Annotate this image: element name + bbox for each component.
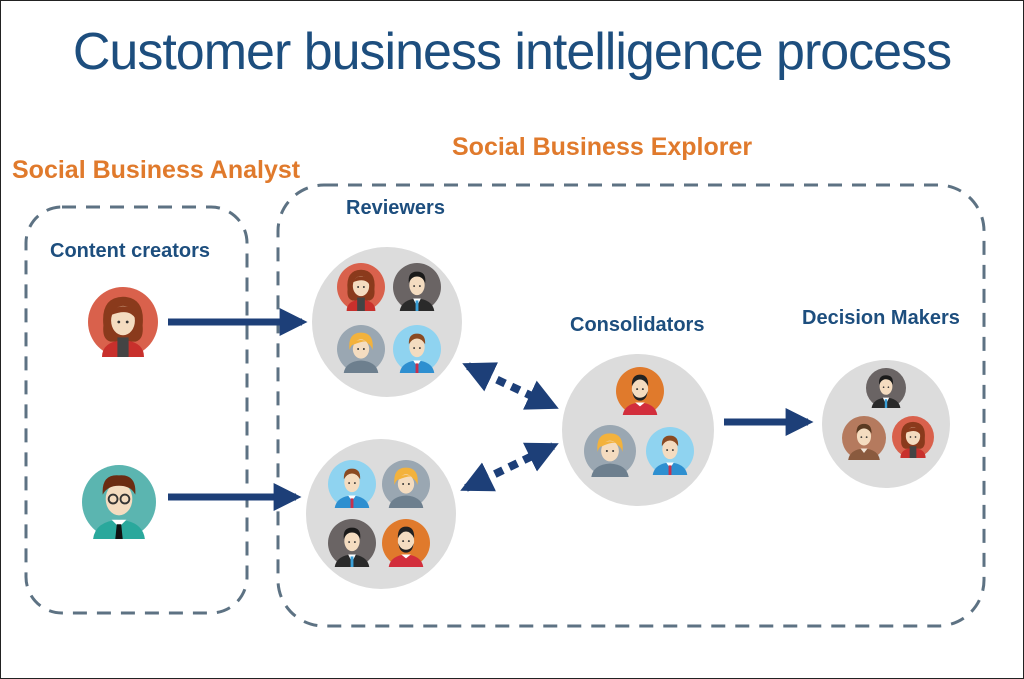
role-label-consolidators: Consolidators <box>570 314 705 336</box>
role-label-content-creators: Content creators <box>50 240 211 262</box>
group-label-explorer: Social Business Explorer <box>452 133 753 161</box>
content-creator-man-avatar <box>82 465 156 539</box>
reviewers-group-top <box>312 247 462 397</box>
group-label-analyst: Social Business Analyst <box>12 156 301 184</box>
arrow-reviewers2-consolidators[interactable] <box>460 442 559 492</box>
decision-makers-group <box>822 360 950 488</box>
diagram-title: Customer business intelligence process <box>72 23 952 81</box>
role-label-decision-makers: Decision Makers <box>802 307 960 329</box>
analyst-group-box <box>24 205 249 615</box>
content-creator-woman-avatar <box>88 287 158 357</box>
arrow-reviewers1-consolidators[interactable] <box>462 362 559 410</box>
role-label-reviewers: Reviewers <box>346 197 445 219</box>
consolidators-group <box>562 354 714 506</box>
reviewers-group-bottom <box>306 439 456 589</box>
